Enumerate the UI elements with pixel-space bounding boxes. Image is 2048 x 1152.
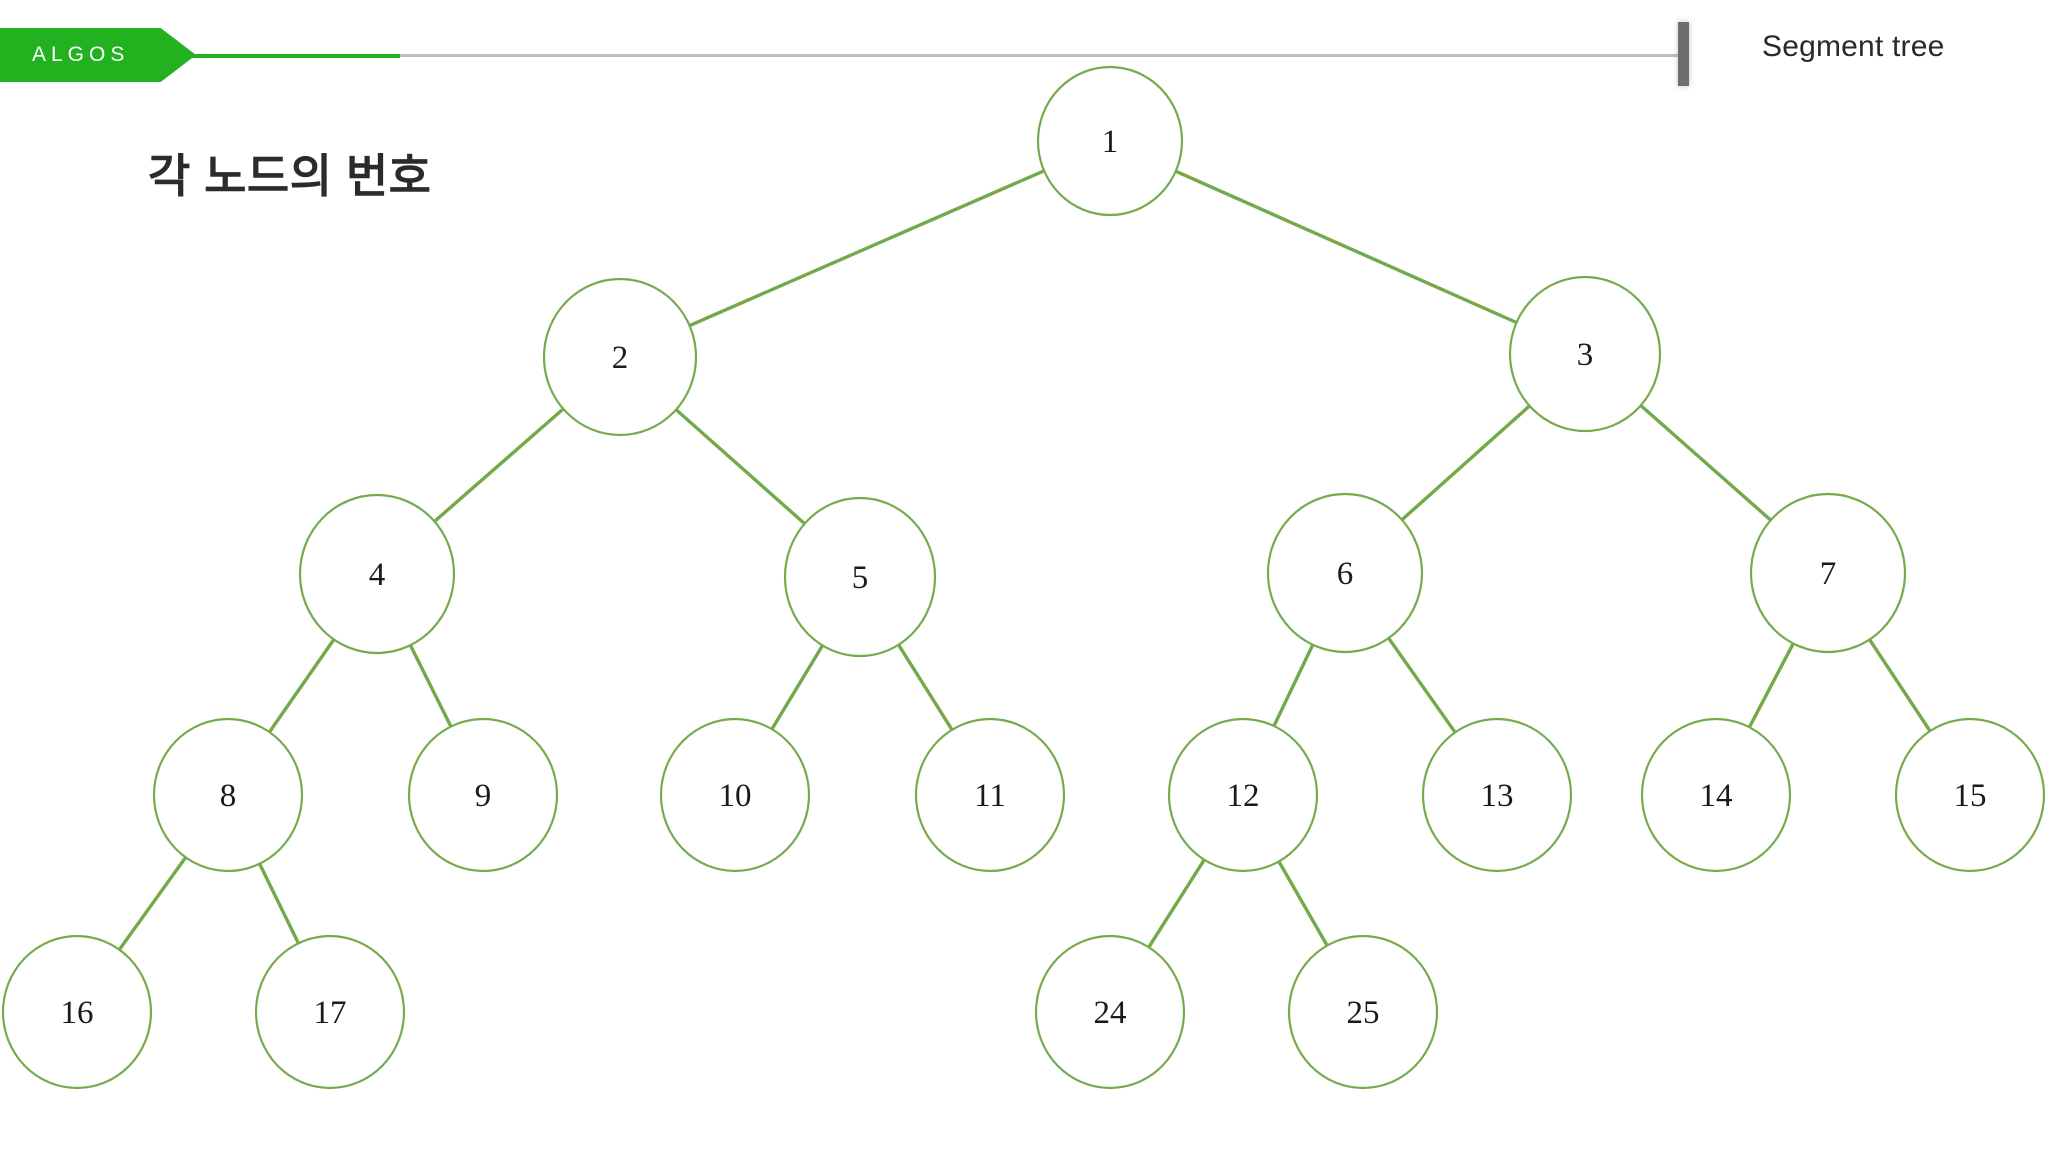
tree-edge-1-3 [1171,168,1522,326]
page-title: 각 노드의 번호 [148,150,432,202]
tree-edge-4-9 [407,640,454,731]
tree-node-label-6: 6 [1337,556,1354,592]
tree-node-label-24: 24 [1094,995,1127,1031]
tree-node-11[interactable]: 11 [914,717,1066,873]
tree-node-label-9: 9 [475,778,492,814]
tree-node-label-2: 2 [612,340,629,376]
tree-edge-3-7 [1636,401,1775,524]
tree-edge-8-16 [115,853,190,954]
tree-edge-5-11 [895,640,956,735]
tree-node-label-1: 1 [1102,124,1119,160]
tree-node-4[interactable]: 4 [298,493,456,655]
slide-kicker-label: Segment tree [1762,30,1945,63]
tree-node-label-14: 14 [1700,778,1733,814]
tree-node-circle-15 [1894,717,2046,873]
tree-node-14[interactable]: 14 [1640,717,1792,873]
tree-edge-12-24 [1145,855,1208,952]
tree-node-25[interactable]: 25 [1287,934,1439,1090]
tree-node-circle-14 [1640,717,1792,873]
tree-edge-layer [115,167,1934,954]
tree-node-circle-25 [1287,934,1439,1090]
tree-node-label-16: 16 [61,995,94,1031]
tree-node-label-10: 10 [719,778,752,814]
tree-edge-4-8 [266,635,338,737]
tree-node-label-11: 11 [974,778,1006,814]
tree-node-1[interactable]: 1 [1036,65,1184,217]
tree-edge-5-10 [768,641,826,734]
tree-node-circle-8 [152,717,304,873]
tree-edge-12-25 [1275,857,1331,950]
tree-node-label-5: 5 [852,560,869,596]
tree-node-12[interactable]: 12 [1167,717,1319,873]
tree-node-label-25: 25 [1347,995,1380,1031]
tree-node-circle-1 [1036,65,1184,217]
tree-node-label-12: 12 [1227,778,1260,814]
tree-node-circle-17 [254,934,406,1090]
tree-node-17[interactable]: 17 [254,934,406,1090]
header-rule-gray [390,54,1685,57]
tree-edge-2-5 [672,405,809,528]
tree-edge-6-13 [1385,633,1459,737]
tree-node-label-4: 4 [369,557,386,593]
tree-node-2[interactable]: 2 [542,277,698,437]
tree-edge-8-17 [256,859,302,948]
tree-node-label-7: 7 [1820,556,1837,592]
tree-node-24[interactable]: 24 [1034,934,1186,1090]
tree-node-9[interactable]: 9 [407,717,559,873]
tree-node-13[interactable]: 13 [1421,717,1573,873]
header-progress-marker [1678,22,1689,86]
tree-node-15[interactable]: 15 [1894,717,2046,873]
tree-node-circle-10 [659,717,811,873]
tree-node-circle-24 [1034,934,1186,1090]
tree-node-circle-11 [914,717,1066,873]
tree-edge-3-6 [1397,402,1534,524]
tree-node-8[interactable]: 8 [152,717,304,873]
tree-node-circle-12 [1167,717,1319,873]
tree-node-label-3: 3 [1577,337,1594,373]
tree-node-circle-6 [1266,492,1424,654]
tree-node-label-17: 17 [314,995,347,1031]
header-rule-green [150,54,400,58]
tree-node-circle-2 [542,277,698,437]
tree-edge-2-4 [430,405,568,526]
tree-edge-1-2 [685,167,1049,329]
tree-node-10[interactable]: 10 [659,717,811,873]
tree-node-5[interactable]: 5 [783,496,937,658]
tree-node-label-8: 8 [220,778,237,814]
tree-node-label-15: 15 [1954,778,1987,814]
algos-brand-label: ALGOS [32,43,130,66]
tree-edge-7-15 [1866,635,1934,736]
tree-node-6[interactable]: 6 [1266,492,1424,654]
tree-node-label-13: 13 [1481,778,1514,814]
tree-node-circle-3 [1508,275,1662,433]
tree-node-circle-16 [1,934,153,1090]
tree-node-3[interactable]: 3 [1508,275,1662,433]
tree-node-7[interactable]: 7 [1749,492,1907,654]
tree-node-16[interactable]: 16 [1,934,153,1090]
tree-node-circle-4 [298,493,456,655]
tree-node-circle-13 [1421,717,1573,873]
tree-node-circle-5 [783,496,937,658]
tree-edge-6-12 [1270,640,1316,731]
tree-edge-7-14 [1746,639,1797,732]
tree-node-circle-9 [407,717,559,873]
tree-node-circle-7 [1749,492,1907,654]
